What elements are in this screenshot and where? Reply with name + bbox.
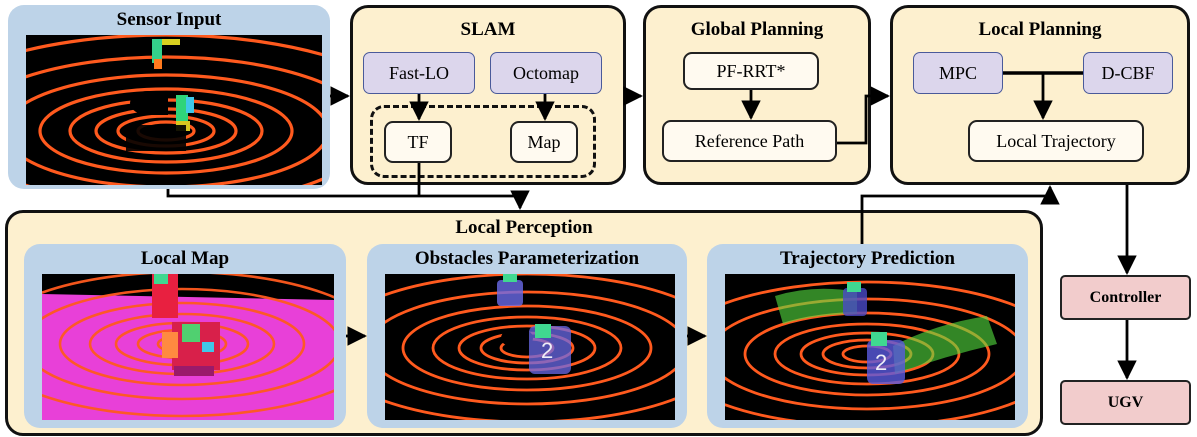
lidar-point-cloud-image: [26, 35, 322, 185]
obstacles-parameterization-panel: Obstacles Parameterization 2: [367, 244, 687, 428]
obstacles-parameterization-image: 2: [385, 274, 675, 420]
local-perception-title: Local Perception: [455, 217, 593, 238]
slam-title: SLAM: [460, 19, 516, 40]
sensor-input-panel: Sensor Input: [8, 5, 330, 189]
obstacle-id-label: 2: [541, 338, 553, 363]
tf-map-group: [370, 105, 596, 178]
map-box: Map: [510, 121, 578, 163]
pf-rrt-box: PF-RRT*: [683, 52, 819, 90]
controller-box: Controller: [1060, 275, 1191, 320]
trajectory-prediction-image: 2: [725, 274, 1015, 420]
fast-lo-box: Fast-LO: [363, 52, 475, 94]
line-sensor-to-perception: [166, 189, 520, 198]
sensor-input-title: Sensor Input: [116, 9, 222, 30]
global-planning-title: Global Planning: [690, 19, 824, 40]
local-map-title: Local Map: [140, 248, 230, 269]
ugv-box: UGV: [1060, 380, 1191, 425]
local-trajectory-box: Local Trajectory: [968, 120, 1144, 162]
slam-panel: SLAM: [350, 5, 626, 185]
octomap-box: Octomap: [490, 52, 602, 94]
local-map-image: [42, 274, 334, 420]
mpc-box: MPC: [913, 52, 1003, 94]
predicted-obstacle-id-label: 2: [875, 350, 887, 375]
tf-box: TF: [384, 121, 452, 163]
local-map-panel: Local Map: [24, 244, 346, 428]
reference-path-box: Reference Path: [662, 120, 837, 162]
trajectory-prediction-panel: Trajectory Prediction 2: [707, 244, 1028, 428]
local-planning-title: Local Planning: [978, 19, 1102, 40]
obstacles-parameterization-title: Obstacles Parameterization: [414, 248, 640, 269]
d-cbf-box: D-CBF: [1083, 52, 1173, 94]
trajectory-prediction-title: Trajectory Prediction: [780, 248, 955, 269]
